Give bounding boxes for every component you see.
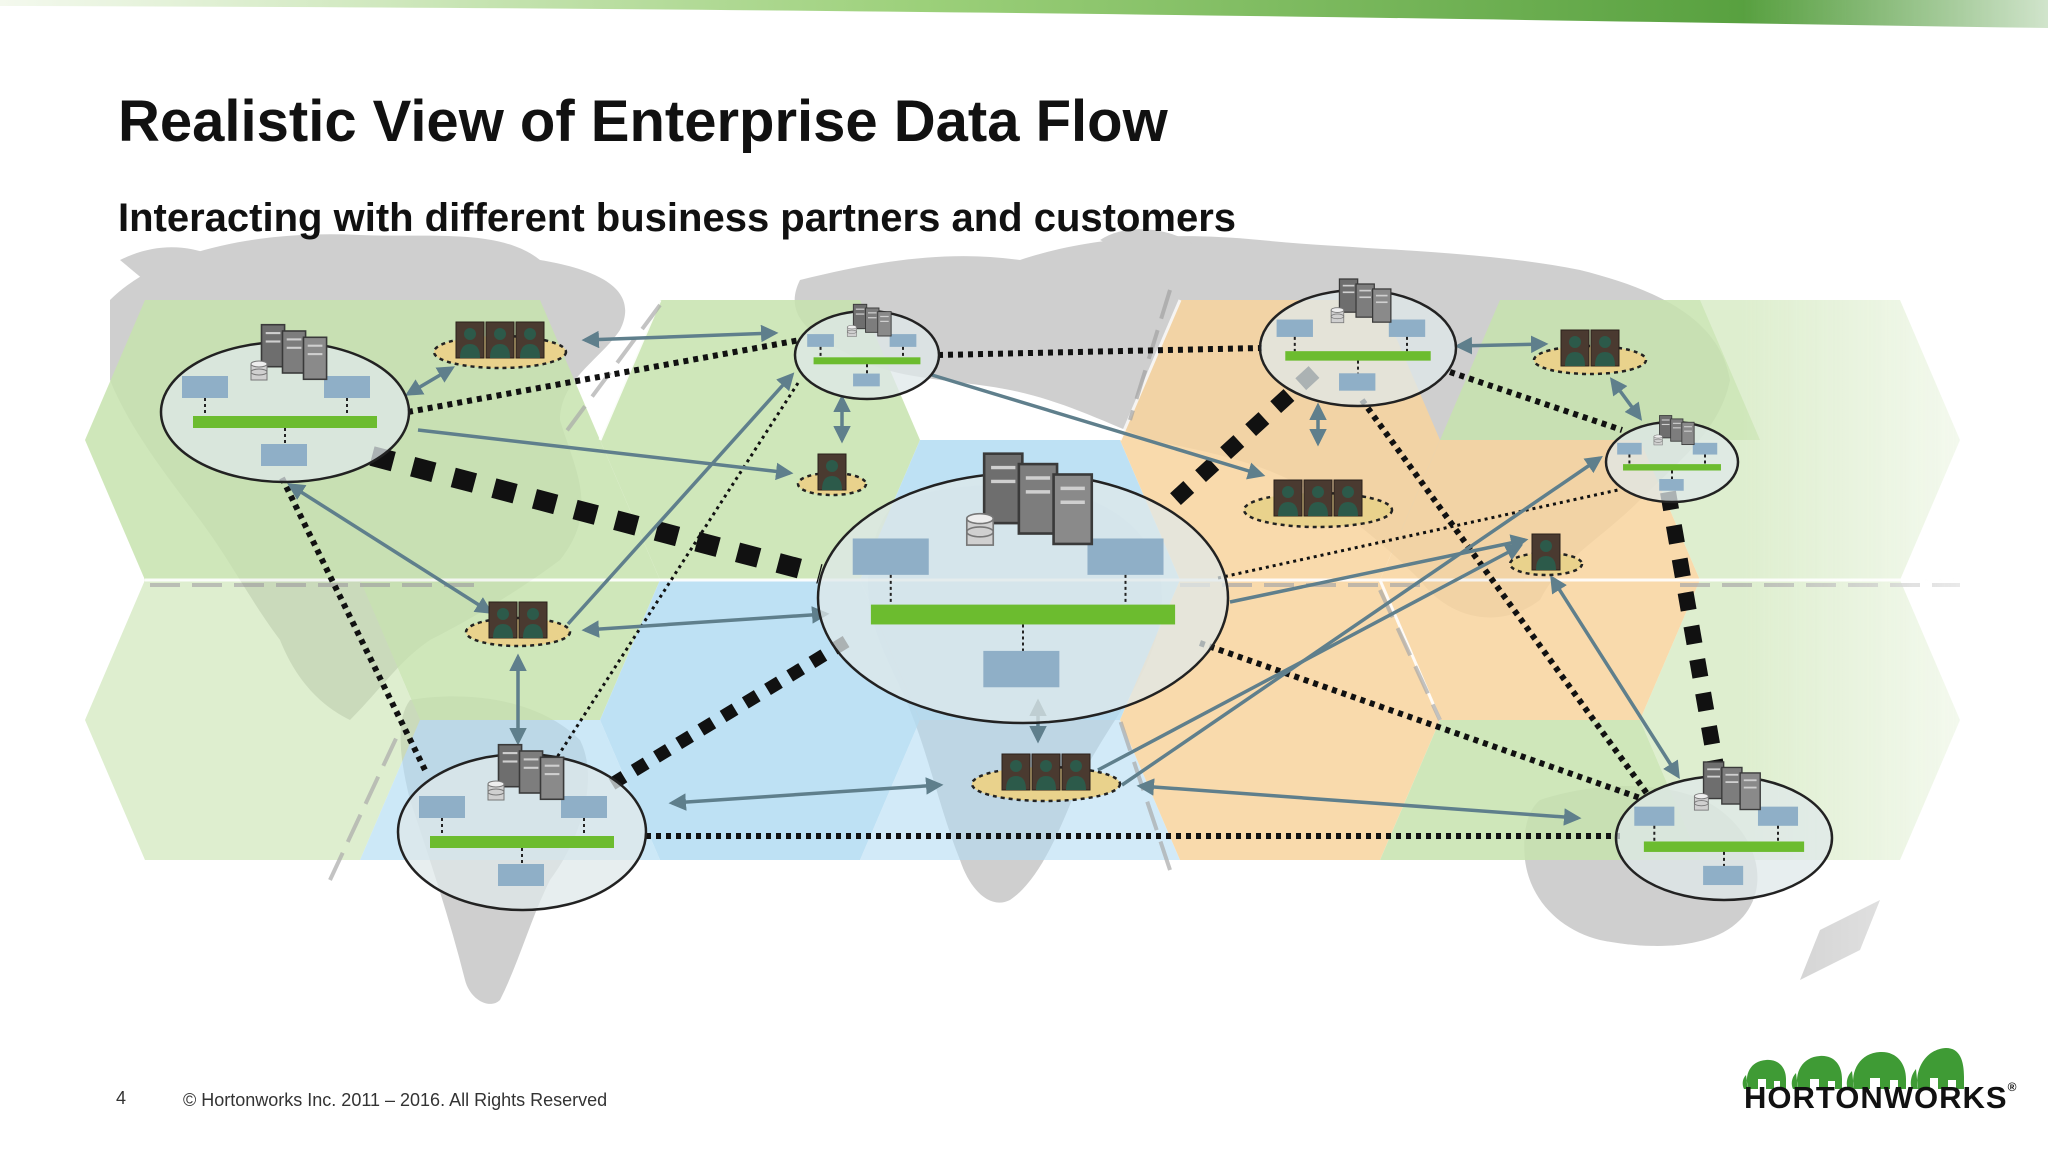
dc-central-node [816, 451, 1230, 725]
business-people-icon [1273, 479, 1303, 517]
partner-europe-node [796, 453, 868, 497]
database-icon [1653, 434, 1663, 446]
business-people-icon [1031, 753, 1061, 791]
partner-groups [432, 321, 1648, 803]
elephant-herd-logo-icon [1742, 1048, 1964, 1089]
company-logo-text: HORTONWORKS® [1744, 1080, 2018, 1115]
dc-west-us-node [159, 323, 411, 484]
database-icon [1693, 793, 1709, 811]
data-centers [159, 278, 1834, 912]
business-people-icon [1590, 329, 1620, 367]
database-icon [1330, 307, 1345, 324]
data-flow-arrows [287, 324, 1680, 826]
copyright-notice: © Hortonworks Inc. 2011 – 2016. All Righ… [183, 1090, 608, 1110]
partner-pad [464, 616, 572, 648]
business-people-icon [518, 601, 548, 639]
application-box [983, 650, 1060, 688]
business-people-icon [455, 321, 485, 359]
page-number: 4 [116, 1088, 127, 1108]
business-people-icon [1531, 533, 1561, 571]
database-icon [250, 360, 268, 381]
application-box [852, 538, 929, 575]
application-box [324, 376, 370, 398]
application-box [1388, 319, 1426, 337]
partner-china-node [1532, 329, 1648, 376]
partner-africa-node [970, 753, 1122, 803]
integration-bus [1623, 464, 1721, 471]
dc-australia-node [1614, 761, 1834, 902]
partner-south-asia-node [1508, 533, 1584, 577]
application-box [889, 334, 917, 347]
application-box [1276, 319, 1313, 337]
business-people-icon [1333, 479, 1363, 517]
application-box [1703, 865, 1744, 886]
application-box [498, 864, 544, 886]
application-box [182, 376, 228, 398]
business-people-icon [1061, 753, 1091, 791]
database-icon [965, 512, 995, 546]
integration-bus [813, 357, 921, 365]
application-box [807, 334, 834, 347]
page-subtitle: Interacting with different business part… [118, 196, 1237, 240]
application-box [419, 796, 465, 818]
application-box [1757, 806, 1799, 826]
integration-bus [193, 416, 377, 428]
business-people-icon [817, 453, 847, 491]
dc-south-america-node [396, 743, 648, 912]
dc-europe-north-node [793, 303, 941, 401]
application-box [1692, 442, 1718, 455]
partner-us-south-node [464, 601, 572, 648]
application-box [1617, 442, 1642, 455]
database-icon [846, 325, 857, 337]
partner-pad [1532, 344, 1648, 376]
partner-middle-east-node [1242, 479, 1394, 529]
application-box [1087, 538, 1164, 575]
dc-east-asia-node [1604, 414, 1740, 504]
business-people-icon [1001, 753, 1031, 791]
application-box [261, 444, 307, 466]
application-box [1659, 479, 1684, 491]
application-box [853, 373, 880, 387]
business-people-icon [485, 321, 515, 359]
business-people-icon [1303, 479, 1333, 517]
page-title: Realistic View of Enterprise Data Flow [118, 89, 1168, 154]
business-people-icon [488, 601, 518, 639]
application-box [561, 796, 607, 818]
business-people-icon [515, 321, 545, 359]
integration-bus [430, 836, 614, 848]
dc-russia-node [1258, 278, 1458, 408]
business-people-icon [1560, 329, 1590, 367]
integration-bus [1643, 841, 1805, 852]
application-box [1634, 806, 1675, 826]
partner-canada-node [432, 321, 568, 370]
integration-bus [870, 604, 1176, 625]
database-icon [487, 780, 505, 801]
backbone-links [279, 337, 1726, 839]
integration-bus [1285, 351, 1431, 361]
application-box [1339, 373, 1376, 391]
